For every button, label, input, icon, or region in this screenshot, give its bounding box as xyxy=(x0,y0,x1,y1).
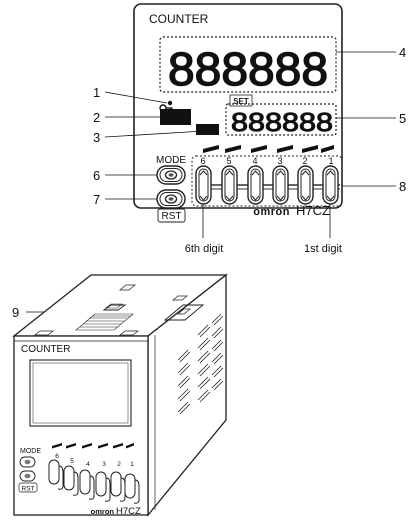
digit-key-1[interactable] xyxy=(322,165,339,205)
callout-number: 1 xyxy=(93,85,100,100)
unit-digit-key-5[interactable] xyxy=(63,465,79,496)
out-indicator-label: OUT xyxy=(164,113,188,125)
rst-indicator-box xyxy=(196,124,219,135)
callout-number: 6 xyxy=(93,168,100,183)
set-indicator-box xyxy=(229,94,253,107)
unit-mode-label: MODE xyxy=(20,448,41,455)
sub-display-window xyxy=(225,103,337,136)
unit-digit-number: 6 xyxy=(55,453,59,460)
rst-key[interactable] xyxy=(156,189,186,209)
front-panel: COUNTER 888888 SET 888888 OUT RST xyxy=(133,3,343,223)
digit-key-6[interactable] xyxy=(195,165,212,205)
unit-digit-number: 1 xyxy=(130,461,134,468)
unit-mode-key[interactable] xyxy=(19,456,36,468)
top-face-details xyxy=(34,284,205,336)
rst-indicator-label: RST xyxy=(200,126,216,135)
callouts: 1 2 3 4 5 6 7 8 9 6th digit 1st digit xyxy=(12,45,406,320)
sixth-digit-label: 6th digit xyxy=(185,243,224,255)
unit-digit-number: 5 xyxy=(70,458,74,465)
digit-number: 3 xyxy=(277,156,282,166)
callout-number: 5 xyxy=(399,111,406,126)
unit-title: COUNTER xyxy=(21,344,70,355)
rst-key-label-box xyxy=(157,208,186,223)
first-digit-label: 1st digit xyxy=(304,243,342,255)
digit-key-2[interactable] xyxy=(297,165,314,205)
unit-digit-number: 4 xyxy=(86,461,90,468)
digit-key-4[interactable] xyxy=(247,165,264,205)
main-display-digits: 888888 xyxy=(168,43,328,95)
unit-display-window xyxy=(29,359,132,427)
main-display: 888888 xyxy=(159,36,337,96)
mode-key[interactable] xyxy=(156,165,186,185)
out-indicator-box xyxy=(160,109,191,125)
model-label: H7CZ xyxy=(296,203,330,218)
unit-model-label: H7CZ xyxy=(116,506,141,517)
digit-number: 5 xyxy=(226,156,231,166)
panel-title: COUNTER xyxy=(149,12,209,26)
digit-keys-area xyxy=(191,155,343,207)
mode-key-label: MODE xyxy=(156,155,186,166)
digit-number: 4 xyxy=(252,156,257,166)
unit-digit-key-3[interactable] xyxy=(95,471,111,502)
unit-brand-logo: omron xyxy=(91,507,115,516)
set-indicator-label: SET xyxy=(233,97,249,106)
sub-display-digits: 888888 xyxy=(231,107,333,137)
unit-digit-number: 3 xyxy=(102,461,106,468)
callout-number: 7 xyxy=(93,192,100,207)
sub-display: 888888 xyxy=(225,103,337,138)
digit-number: 2 xyxy=(302,156,307,166)
digit-number: 6 xyxy=(200,156,205,166)
brand-logo: omron xyxy=(253,206,290,218)
unit-rst-key[interactable] xyxy=(19,470,36,482)
unit-digit-key-4[interactable] xyxy=(79,469,95,500)
unit-digit-key-6[interactable] xyxy=(48,459,64,490)
callout-number: 4 xyxy=(399,45,406,60)
main-display-window xyxy=(159,36,337,93)
side-vents xyxy=(177,313,224,415)
callout-number: 9 xyxy=(12,305,19,320)
digit-key-5[interactable] xyxy=(221,165,238,205)
digit-number: 1 xyxy=(328,156,333,166)
callout-number: 2 xyxy=(93,110,100,125)
digit-key-3[interactable] xyxy=(272,165,289,205)
unit-digit-key-1[interactable] xyxy=(124,473,140,504)
counter-unit-3d: COUNTER MODE RST 6 5 4 3 2 1 xyxy=(12,273,228,517)
digit-bars xyxy=(203,145,334,153)
unit-digit-number: 2 xyxy=(117,461,121,468)
callout-number: 3 xyxy=(93,130,100,145)
unit-digit-bars xyxy=(52,443,134,449)
callout-number: 8 xyxy=(399,179,406,194)
rst-key-label: RST xyxy=(162,211,182,222)
unit-rst-label: RST xyxy=(22,486,35,493)
